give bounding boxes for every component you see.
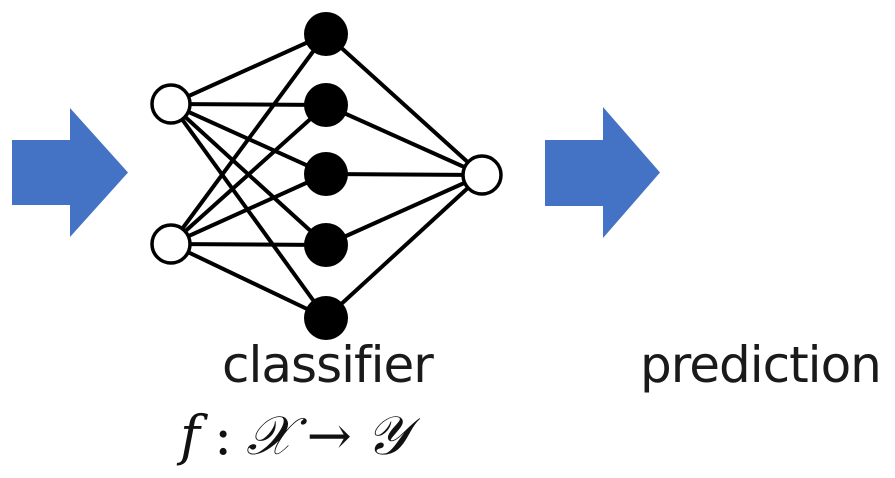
edge-input1-hidden1 [170, 32, 327, 106]
input-node-2 [150, 223, 192, 265]
edge-input2-hidden2 [169, 103, 328, 246]
classifier-label: classifier [222, 336, 434, 394]
edge-input2-hidden4 [170, 242, 327, 247]
network-nodes [150, 12, 503, 340]
formula-colon: : [214, 404, 233, 467]
edge-hidden3-output1 [325, 172, 483, 177]
network-edges [169, 32, 484, 320]
edge-hidden4-output1 [325, 173, 483, 247]
formula-arrow: → [306, 404, 352, 467]
edge-hidden2-output1 [325, 103, 483, 177]
input-node-1 [150, 83, 192, 125]
formula-codomain: 𝒴 [365, 404, 409, 467]
formula-function: f [180, 404, 200, 467]
edge-input2-hidden1 [169, 32, 328, 246]
output-node-1 [461, 154, 503, 196]
hidden-node-2 [304, 83, 348, 127]
hidden-node-4 [304, 223, 348, 267]
input-arrow-icon [12, 108, 128, 237]
hidden-node-3 [304, 152, 348, 196]
output-arrow-icon [545, 107, 660, 238]
edge-input1-hidden2 [170, 102, 327, 107]
classifier-formula: f:𝒳→𝒴 [180, 404, 408, 468]
edge-input2-hidden3 [170, 172, 327, 246]
hidden-node-1 [304, 12, 348, 56]
edge-hidden5-output1 [324, 173, 484, 320]
edge-input2-hidden5 [170, 242, 327, 320]
formula-domain: 𝒳 [246, 404, 293, 467]
arrows [12, 107, 660, 238]
hidden-node-5 [304, 296, 348, 340]
edge-hidden1-output1 [324, 32, 484, 177]
prediction-label: prediction [640, 336, 882, 394]
